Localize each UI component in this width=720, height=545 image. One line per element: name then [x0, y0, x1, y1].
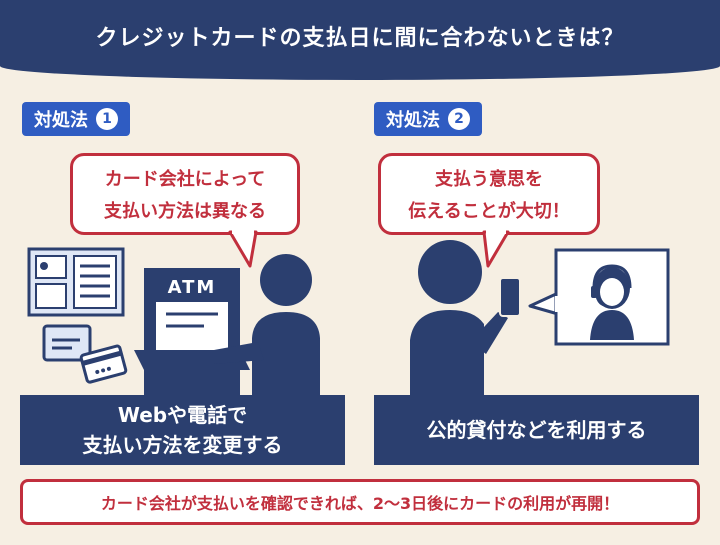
footer-note-text: カード会社が支払いを確認できれば、2〜3日後にカードの利用が再開！ — [100, 494, 620, 513]
smartphone-icon — [499, 277, 521, 317]
website-icon — [27, 247, 125, 317]
method-1-panel: Webや電話で 支払い方法を変更する — [20, 395, 345, 465]
header-banner: クレジットカードの支払日に間に合わないときは？ — [0, 0, 720, 80]
person-icon — [214, 254, 320, 396]
method-1-panel-line-1: Webや電話で — [117, 403, 248, 427]
credit-card-icon — [42, 324, 128, 384]
page-title: クレジットカードの支払日に間に合わないときは？ — [95, 26, 625, 51]
method-2-label: 対処法 — [386, 110, 440, 131]
method-1-bubble-line-1: カード会社によって — [104, 169, 266, 190]
method-2-bubble-line-2: 伝えることが大切！ — [408, 201, 570, 222]
method-1-label: 対処法 — [34, 110, 88, 131]
footer-note: カード会社が支払いを確認できれば、2〜3日後にカードの利用が再開！ — [20, 479, 700, 525]
method-2-number: 2 — [448, 108, 470, 130]
method-2-panel-line-1: 公的貸付などを利用する — [426, 418, 647, 442]
method-2-bubble-line-1: 支払う意思を — [435, 169, 543, 190]
person-with-phone-icon — [410, 240, 508, 396]
method-1-panel-line-2: 支払い方法を変更する — [82, 433, 283, 457]
method-1-number: 1 — [96, 108, 118, 130]
atm-label: ATM — [167, 277, 217, 298]
method-2-panel: 公的貸付などを利用する — [374, 395, 699, 465]
operator-icon — [528, 248, 670, 346]
method-2-badge: 対処法 2 — [374, 102, 482, 136]
method-1-bubble-line-2: 支払い方法は異なる — [104, 201, 266, 222]
method-1-badge: 対処法 1 — [22, 102, 130, 136]
method-1-speech-bubble: カード会社によって 支払い方法は異なる — [70, 153, 300, 235]
